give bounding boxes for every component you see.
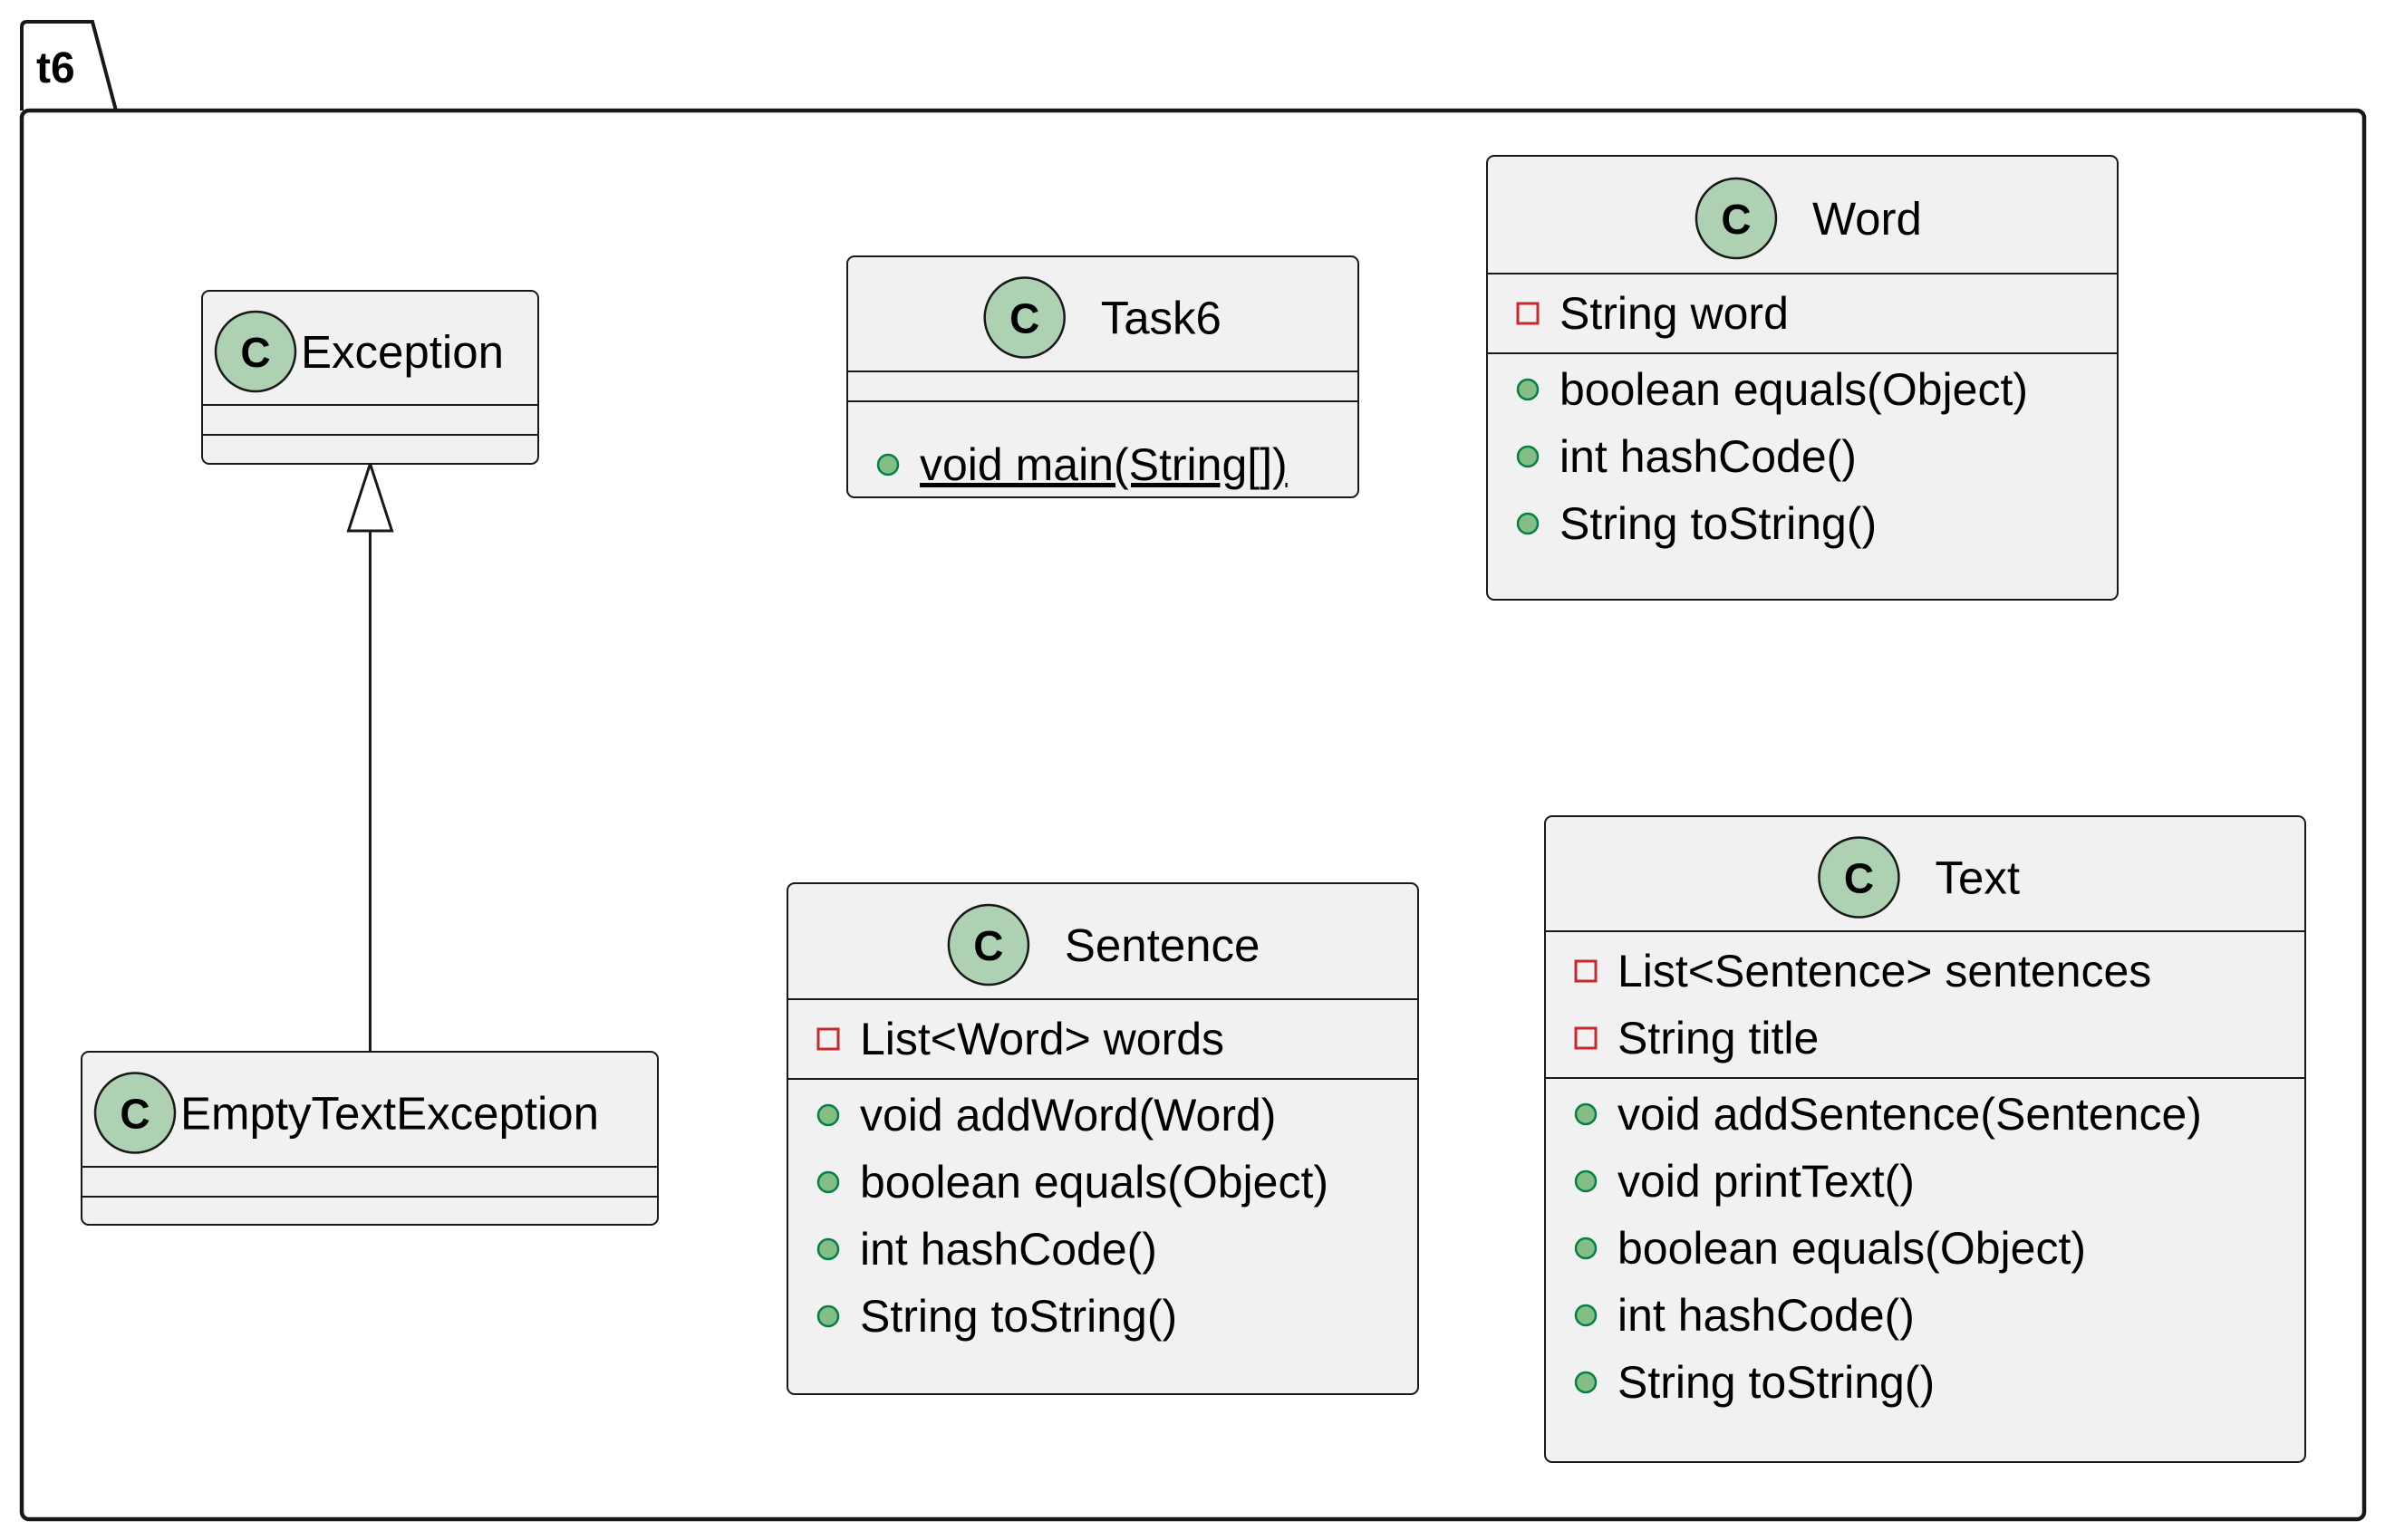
public-visibility-icon — [816, 1170, 840, 1194]
generalization-arrowhead — [346, 459, 394, 533]
method-text: boolean equals(Object) — [1617, 1223, 2086, 1274]
method-text: int hashCode() — [1559, 431, 1857, 482]
public-visibility-icon — [816, 1237, 840, 1261]
method-row[interactable]: String toString() — [816, 1291, 1177, 1342]
private-visibility-icon — [816, 1027, 840, 1051]
public-visibility-icon — [816, 1304, 840, 1328]
field-text: String title — [1617, 1013, 1819, 1064]
class-badge-icon — [93, 1072, 177, 1154]
class-task6[interactable]: C Task6 void main(String[]) — [846, 255, 1359, 498]
method-text: void addWord(Word) — [860, 1090, 1276, 1141]
method-row[interactable]: boolean equals(Object) — [1516, 364, 2028, 415]
class-box — [81, 1051, 659, 1226]
method-row[interactable]: int hashCode() — [816, 1224, 1157, 1275]
field-row[interactable]: List<Word> words — [816, 1014, 1224, 1064]
method-row[interactable]: void addSentence(Sentence) — [1574, 1089, 2202, 1140]
public-visibility-icon — [1574, 1304, 1598, 1327]
method-row[interactable]: void main(String[]) — [876, 439, 1288, 490]
class-empty-text-exception[interactable]: C EmptyTextException — [81, 1051, 659, 1226]
method-row[interactable]: String toString() — [1516, 498, 1877, 549]
method-row[interactable]: int hashCode() — [1574, 1290, 1915, 1341]
method-row[interactable]: boolean equals(Object) — [816, 1157, 1328, 1208]
field-text: List<Sentence> sentences — [1617, 946, 2151, 996]
private-visibility-icon — [1574, 959, 1598, 983]
fields-compartment: String word — [1516, 288, 1789, 339]
method-row[interactable]: boolean equals(Object) — [1574, 1223, 2086, 1274]
method-row[interactable]: int hashCode() — [1516, 431, 1857, 482]
method-text: void printText() — [1617, 1156, 1915, 1207]
method-text: int hashCode() — [860, 1224, 1157, 1275]
public-visibility-icon — [1574, 1371, 1598, 1394]
class-badge-icon — [983, 276, 1066, 359]
field-text: List<Word> words — [860, 1014, 1224, 1064]
public-visibility-icon — [1516, 378, 1540, 401]
method-row[interactable]: void addWord(Word) — [816, 1090, 1276, 1141]
field-row[interactable]: String title — [1574, 1013, 1819, 1064]
class-badge-icon — [947, 903, 1030, 987]
class-box — [1544, 815, 2306, 1463]
method-row[interactable]: void printText() — [1574, 1156, 1915, 1207]
class-badge-icon — [1695, 177, 1778, 260]
method-text: void main(String[]) — [920, 439, 1288, 490]
methods-compartment: boolean equals(Object) int hashCode() Stri… — [1516, 364, 2028, 549]
package-tab — [20, 20, 118, 111]
fields-compartment: List<Word> words — [816, 1014, 1224, 1064]
method-text: boolean equals(Object) — [1559, 364, 2028, 415]
class-badge-letter: C — [1009, 295, 1039, 342]
class-box — [1486, 155, 2119, 601]
private-visibility-icon — [1516, 302, 1540, 325]
inheritance-relation — [346, 459, 394, 1052]
methods-compartment: void main(String[]) — [876, 439, 1288, 490]
class-name: Task6 — [1101, 293, 1221, 344]
class-badge-letter: C — [1844, 855, 1874, 902]
field-row[interactable]: String word — [1516, 288, 1789, 339]
class-badge-icon — [214, 310, 297, 393]
methods-compartment: void addWord(Word) boolean equals(Object)… — [816, 1090, 1328, 1342]
method-text: int hashCode() — [1617, 1290, 1915, 1341]
public-visibility-icon — [876, 453, 900, 476]
class-box — [846, 255, 1359, 498]
class-badge-icon — [1818, 836, 1900, 919]
method-row[interactable]: String toString() — [1574, 1357, 1935, 1408]
public-visibility-icon — [1574, 1102, 1598, 1126]
field-text: String word — [1559, 288, 1789, 339]
private-visibility-icon — [1574, 1026, 1598, 1050]
method-text: String toString() — [1559, 498, 1877, 549]
public-visibility-icon — [816, 1103, 840, 1127]
method-text: String toString() — [860, 1291, 1177, 1342]
class-box — [787, 882, 1419, 1395]
class-badge-letter: C — [240, 329, 270, 376]
class-exception[interactable]: C Exception — [201, 290, 539, 465]
public-visibility-icon — [1516, 512, 1540, 535]
public-visibility-icon — [1574, 1169, 1598, 1193]
field-row[interactable]: List<Sentence> sentences — [1574, 946, 2151, 996]
class-badge-letter: C — [973, 922, 1003, 969]
class-badge-letter: C — [1721, 196, 1751, 243]
method-text: boolean equals(Object) — [860, 1157, 1328, 1208]
method-text: void addSentence(Sentence) — [1617, 1089, 2202, 1140]
public-visibility-icon — [1574, 1237, 1598, 1260]
class-badge-letter: C — [120, 1091, 150, 1138]
relations-layer — [346, 459, 394, 1052]
class-name: EmptyTextException — [180, 1088, 599, 1140]
package-name: t6 — [36, 44, 75, 92]
class-name: Exception — [301, 326, 504, 378]
class-name: Word — [1812, 193, 1922, 245]
method-text: String toString() — [1617, 1357, 1935, 1408]
class-name: Sentence — [1065, 919, 1260, 971]
methods-compartment: void addSentence(Sentence) void printText… — [1574, 1089, 2202, 1408]
public-visibility-icon — [1516, 445, 1540, 468]
class-name: Text — [1935, 852, 2020, 904]
